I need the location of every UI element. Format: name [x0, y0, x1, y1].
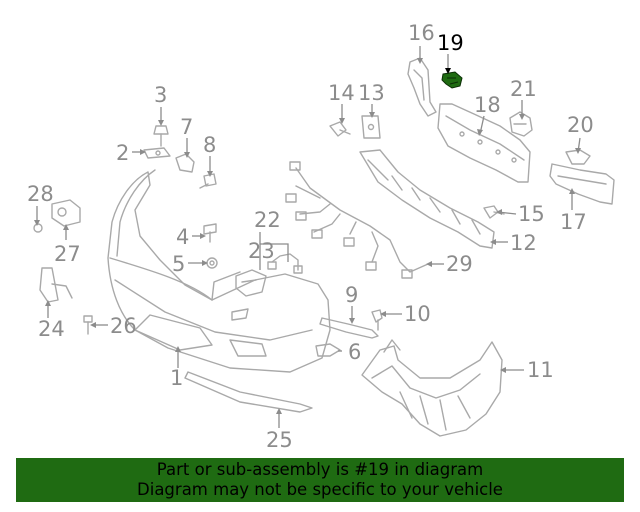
- callout-10: 10: [404, 302, 431, 326]
- callout-27: 27: [54, 242, 81, 266]
- info-banner: Part or sub-assembly is #19 in diagram D…: [16, 458, 624, 502]
- callout-16: 16: [408, 21, 435, 45]
- grommet-5-drawing: [206, 257, 218, 269]
- sensor-cap-drawing: [235, 269, 267, 297]
- bumper-cover-drawing: [107, 169, 331, 373]
- callout-3: 3: [154, 83, 167, 107]
- callout-22: 22: [254, 208, 281, 232]
- bracket-24-drawing: [39, 267, 73, 303]
- block-6-drawing: [315, 343, 341, 357]
- side-guide-drawing: [549, 163, 615, 205]
- callout-25: 25: [266, 428, 293, 452]
- highlighted-clip-part-19: [441, 71, 463, 89]
- callout-17: 17: [560, 210, 587, 234]
- callout-5: 5: [172, 252, 185, 276]
- wiring-harness-drawing: [285, 161, 429, 279]
- bolt-14-drawing: [329, 121, 351, 137]
- strip-9-drawing: [319, 317, 379, 339]
- callout-labels: 1 2 3 4 5 6 7 8 9 10 11 12 13 14 15 16 1…: [27, 21, 594, 452]
- callout-6: 6: [348, 340, 361, 364]
- callout-4: 4: [176, 225, 189, 249]
- banner-line-2: Diagram may not be specific to your vehi…: [137, 480, 503, 499]
- callout-23: 23: [248, 239, 275, 263]
- callout-12: 12: [510, 231, 537, 255]
- callout-8: 8: [203, 133, 216, 157]
- callout-9: 9: [345, 283, 358, 307]
- clip-21-drawing: [509, 111, 533, 137]
- callout-28: 28: [27, 182, 54, 206]
- pin-26-drawing: [83, 315, 93, 335]
- callout-18: 18: [474, 93, 501, 117]
- callout-11: 11: [527, 358, 554, 382]
- lower-trim-strip-drawing: [184, 371, 313, 413]
- callout-21: 21: [510, 77, 537, 101]
- side-bracket-drawing: [361, 339, 503, 437]
- leader-arrowheads: [34, 58, 581, 414]
- callout-24: 24: [38, 317, 65, 341]
- vertical-bracket-drawing: [407, 57, 437, 117]
- energy-absorber-drawing: [359, 149, 495, 249]
- screw-10-drawing: [371, 309, 383, 331]
- callout-29: 29: [446, 252, 473, 276]
- plate-nut-drawing: [361, 115, 381, 139]
- callout-19: 19: [437, 31, 464, 55]
- parking-sensor-27-drawing: [51, 199, 81, 227]
- ring-28-drawing: [33, 223, 43, 233]
- bolt-3-drawing: [153, 125, 169, 147]
- banner-line-1: Part or sub-assembly is #19 in diagram: [156, 460, 484, 479]
- callout-26: 26: [110, 314, 137, 338]
- callout-2: 2: [116, 141, 129, 165]
- callout-1: 1: [170, 366, 183, 390]
- callout-7: 7: [180, 115, 193, 139]
- callout-14: 14: [328, 81, 355, 105]
- upper-absorber-drawing: [437, 103, 531, 183]
- callout-13: 13: [358, 81, 385, 105]
- bolt-4-drawing: [203, 223, 217, 243]
- screw-8-drawing: [199, 173, 217, 189]
- callout-15: 15: [518, 202, 545, 226]
- sleeve-7-drawing: [175, 153, 195, 173]
- small-harness-22-drawing: [267, 253, 303, 274]
- callout-20: 20: [567, 113, 594, 137]
- bracket-2-drawing: [143, 147, 171, 159]
